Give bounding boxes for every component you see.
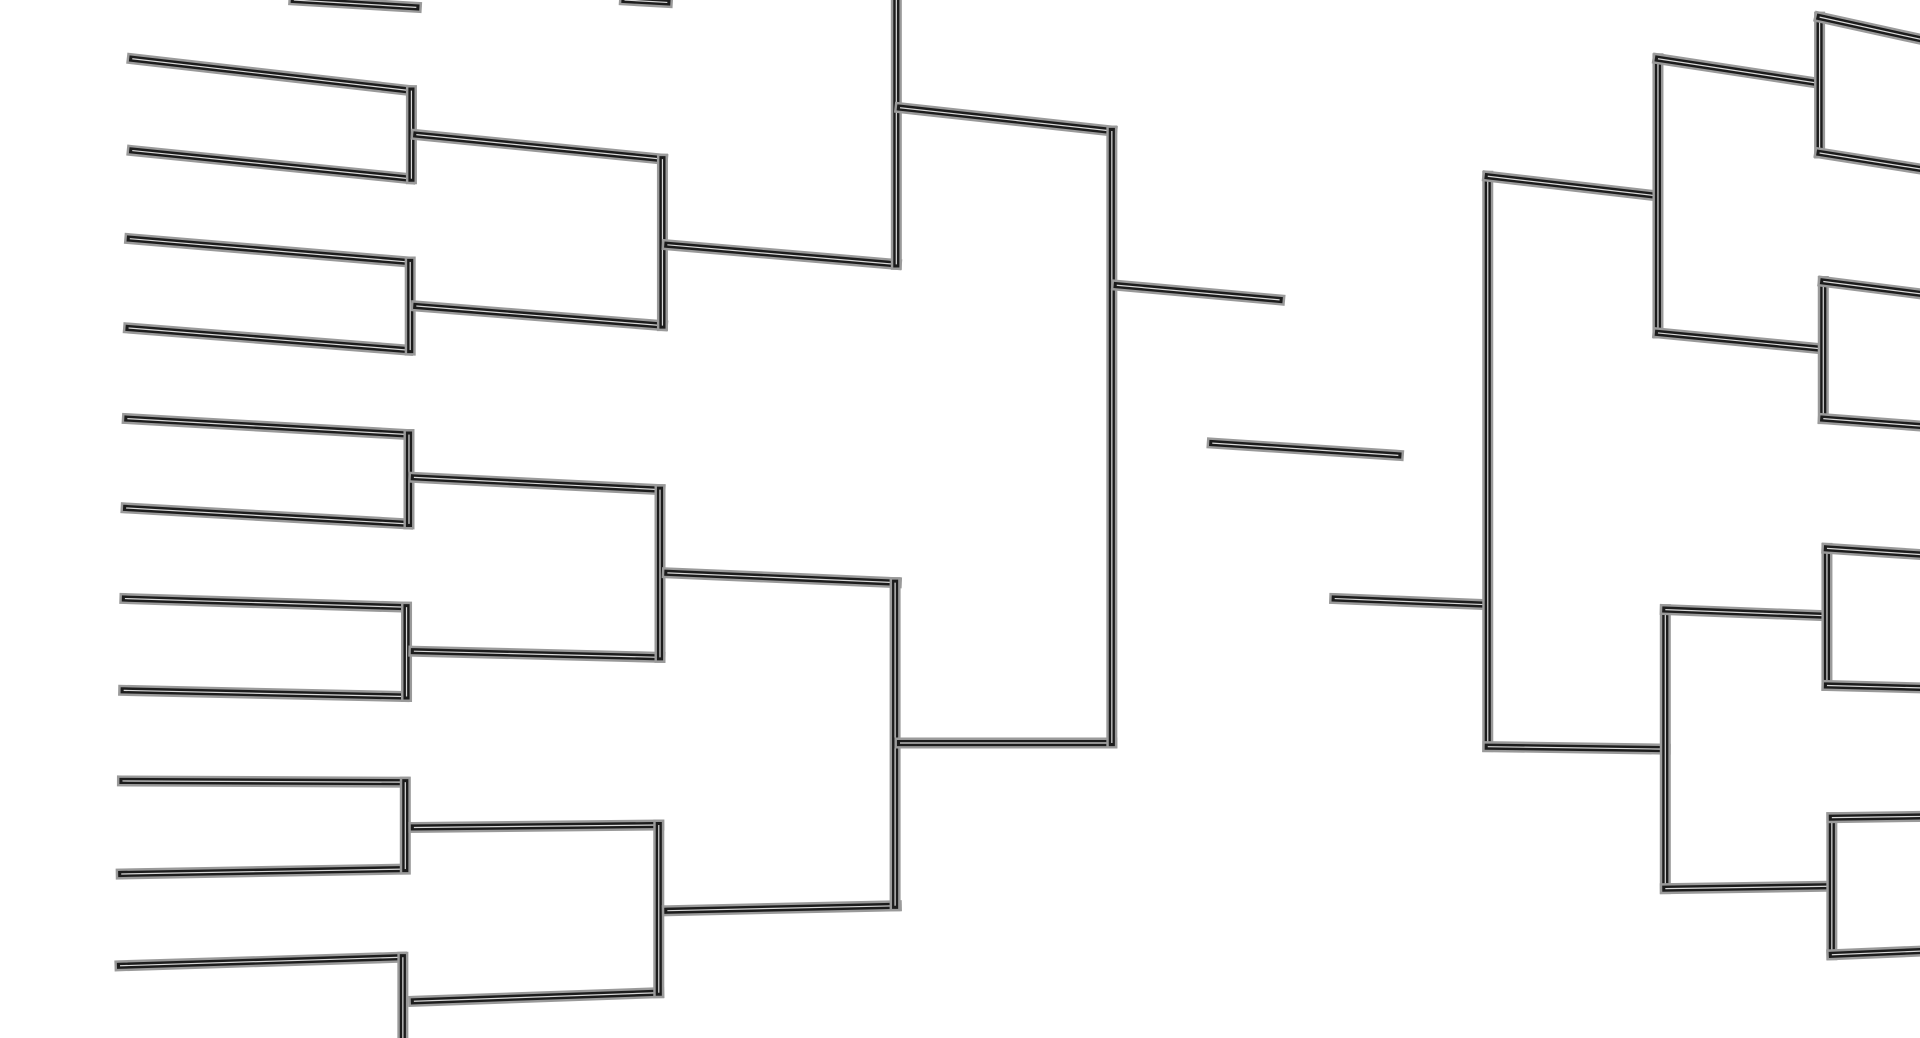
bracket-line-edge: [1826, 547, 1920, 556]
bracket-line-edge: [899, 107, 1112, 132]
bracket-line-edge: [1831, 815, 1920, 819]
bracket-line-edge: [129, 238, 408, 263]
bracket-line-edge: [1826, 684, 1920, 689]
bracket-line-edge: [416, 134, 663, 160]
bracket-line-edge: [1823, 280, 1920, 295]
bracket-line-edge: [124, 597, 405, 608]
bracket-line-edge: [132, 149, 411, 180]
bracket-line-edge: [1823, 418, 1920, 427]
bracket-line-edge: [1831, 950, 1920, 956]
bracket-line-edge: [293, 0, 417, 8]
bracket-line-edge: [122, 780, 405, 783]
bracket-line-edge: [119, 956, 402, 967]
bracket-line-edge: [1212, 442, 1399, 456]
bracket-line-edge: [1487, 175, 1657, 197]
bracket-line-edge: [128, 327, 408, 351]
bracket-line-edge: [624, 0, 668, 4]
bracket-line-edge: [413, 992, 659, 1002]
bracket-line-edge: [667, 905, 897, 912]
bracket-line-edge: [1657, 58, 1819, 84]
bracket-line-edge: [413, 824, 659, 829]
bracket-line-edge: [132, 58, 411, 92]
bracket-line-edge: [1819, 152, 1920, 170]
bracket-line-edge: [413, 476, 661, 491]
bracket-line-edge: [126, 507, 408, 525]
bracket-line-edge: [1819, 16, 1920, 40]
bracket-line-edge: [1334, 597, 1487, 606]
bracket-line-edge: [667, 572, 897, 584]
bracket-line-edge: [1665, 608, 1825, 617]
bracket-lines: [114, 0, 1920, 1038]
bracket-line-edge: [127, 418, 408, 436]
bracket-line-edge: [121, 868, 405, 875]
bracket-line-edge: [1116, 284, 1280, 301]
bracket-line-edge: [1487, 746, 1666, 750]
bracket-line-edge: [667, 244, 897, 266]
bracket-line-edge: [416, 305, 663, 327]
bracket-line-edge: [413, 650, 661, 658]
bracket-line-edge: [1657, 332, 1823, 350]
bracket-line-edge: [1665, 885, 1830, 890]
bracket-line-edge: [123, 689, 405, 698]
